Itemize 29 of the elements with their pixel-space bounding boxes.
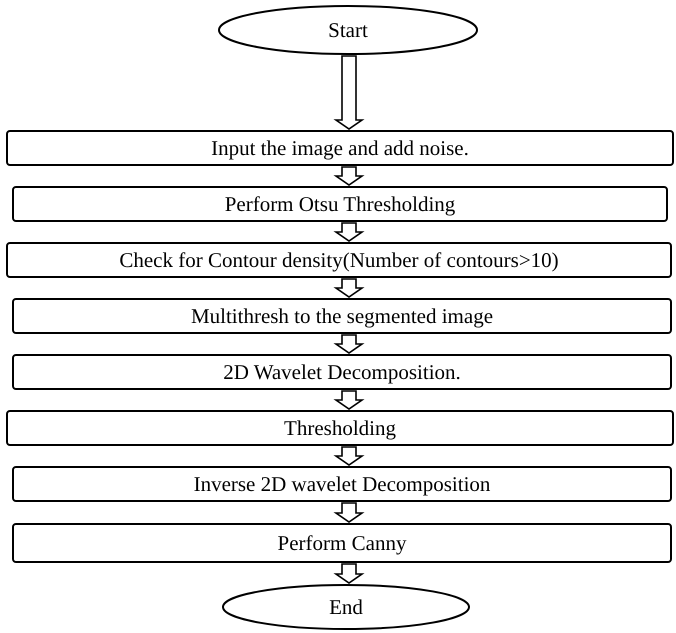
step-text: Check for Contour density(Number of contours>10) [119, 248, 559, 272]
block-arrow [333, 166, 365, 186]
block-arrow [333, 55, 365, 130]
step-text: Multithresh to the segmented image [190, 304, 494, 328]
block-arrow [333, 390, 365, 410]
process-box [12, 354, 672, 390]
block-arrow [333, 446, 365, 466]
step-text: Perform Otsu Thresholding [224, 192, 456, 216]
step-text: Inverse 2D wavelet Decomposition [194, 472, 490, 496]
terminal-ellipse [218, 5, 478, 55]
step-text: 2D Wavelet Decomposition. [223, 360, 461, 384]
process-box [12, 466, 672, 502]
process-box [6, 242, 672, 278]
block-arrow [333, 563, 365, 584]
block-arrow [333, 334, 365, 354]
step-text: Start [328, 18, 368, 42]
step-text: Input the image and add noise. [211, 136, 469, 160]
block-arrow [333, 222, 365, 242]
block-arrow [333, 502, 365, 523]
process-box [12, 523, 672, 563]
terminal-ellipse [222, 584, 470, 630]
step-text: End [329, 594, 363, 620]
process-box [6, 130, 674, 166]
step-text: Thresholding [284, 416, 396, 440]
process-box [12, 186, 668, 222]
process-box [6, 410, 674, 446]
process-box [12, 298, 672, 334]
step-text: Perform Canny [278, 530, 406, 556]
block-arrow [333, 278, 365, 298]
